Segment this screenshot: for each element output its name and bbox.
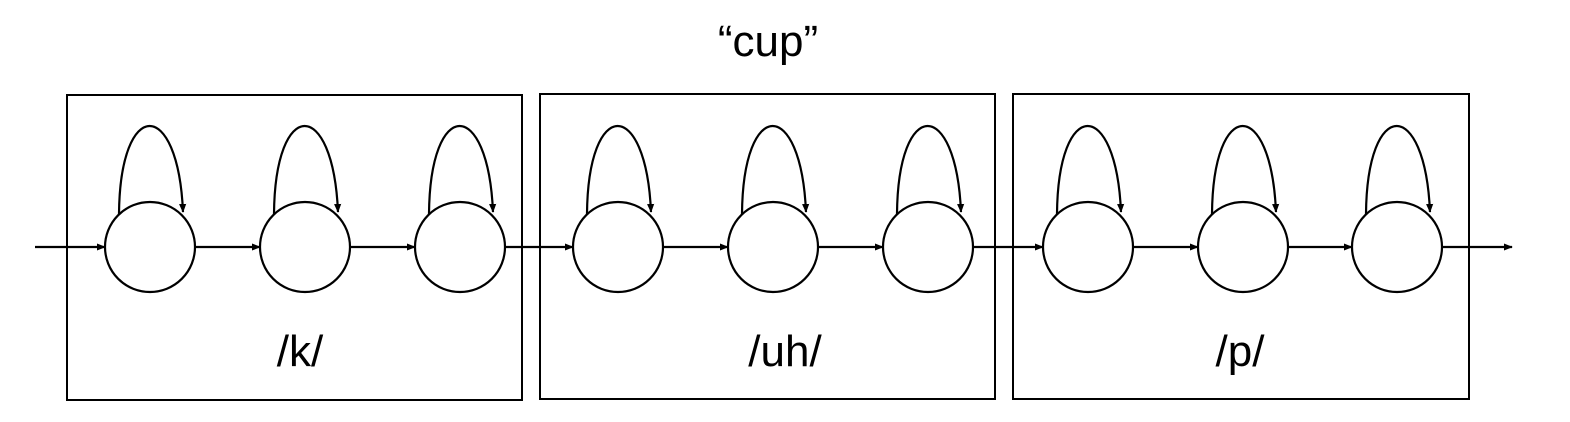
hmm-state <box>571 200 665 294</box>
hmm-state <box>103 200 197 294</box>
self-loop-arrow <box>1364 124 1434 215</box>
hmm-state <box>726 200 820 294</box>
hmm-state <box>881 200 975 294</box>
phone-label-uh: /uh/ <box>748 327 822 376</box>
self-loop-arrow <box>1055 124 1125 215</box>
hmm-state <box>1196 200 1290 294</box>
self-loop-arrow <box>740 124 810 215</box>
self-loop-arrow <box>585 124 655 215</box>
word-title: “cup” <box>718 17 818 66</box>
phone-label-k: /k/ <box>277 327 324 376</box>
hmm-state <box>1350 200 1444 294</box>
hmm-states <box>103 200 1444 294</box>
self-loop-arrow <box>427 124 497 215</box>
hmm-state <box>258 200 352 294</box>
hmm-state <box>413 200 507 294</box>
self-loop-arrow <box>272 124 342 215</box>
hmm-state <box>1041 200 1135 294</box>
self-loop-arrow <box>1210 124 1280 215</box>
self-loop-arrow <box>117 124 187 215</box>
transition-edges <box>35 124 1513 251</box>
self-loop-arrow <box>895 124 965 215</box>
phone-label-p: /p/ <box>1216 327 1266 376</box>
